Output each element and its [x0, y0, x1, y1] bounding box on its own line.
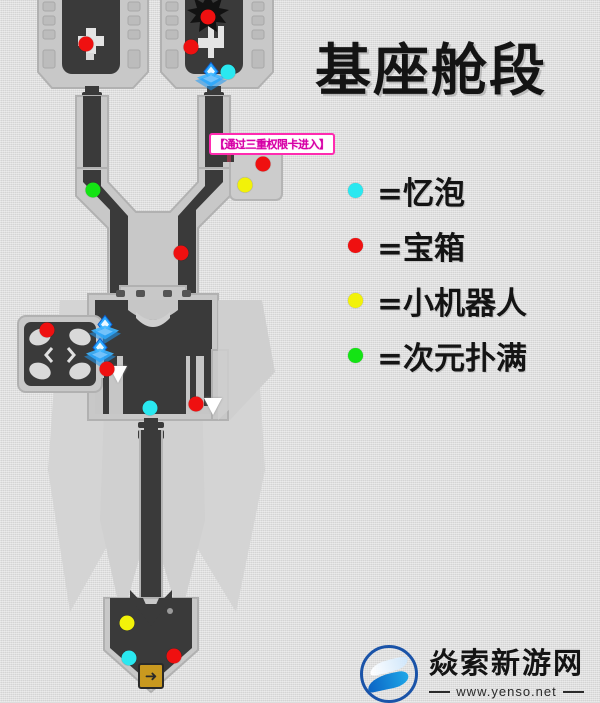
watermark-url: www.yenso.net — [456, 684, 557, 699]
page-title: 基座舱段 — [315, 39, 547, 104]
legend-label: =小机器人 — [377, 286, 527, 322]
legend-label: =忆泡 — [377, 176, 465, 212]
map-marker-chest-right-branch[interactable] — [173, 245, 189, 261]
map-marker-chest-west-room[interactable] — [39, 322, 55, 338]
map-marker-chest-side-room[interactable] — [255, 156, 271, 172]
legend-row: =次元扑满 — [348, 328, 527, 383]
map-marker-chest-center-east[interactable] — [188, 396, 204, 412]
legend-dot-icon — [348, 183, 363, 198]
legend-row: =宝箱 — [348, 218, 527, 273]
watermark-logo-icon — [360, 645, 418, 703]
legend-row: =忆泡 — [348, 163, 527, 218]
direction-marker-center-icon — [204, 398, 222, 415]
map-marker-chest-bottom-room[interactable] — [166, 648, 182, 664]
legend-row: =小机器人 — [348, 273, 527, 328]
map-marker-chest-top-right-star[interactable] — [200, 9, 216, 25]
legend-label: =次元扑满 — [377, 341, 527, 377]
map-marker-chest-center-west[interactable] — [99, 361, 115, 377]
legend: =忆泡 =宝箱 =小机器人 =次元扑满 — [348, 163, 527, 383]
watermark: 焱索新游网 www.yenso.net — [360, 645, 585, 703]
map-marker-chest-top-left-room[interactable] — [78, 36, 94, 52]
legend-dot-icon — [348, 238, 363, 253]
map-exit-icon[interactable]: ➜ — [138, 663, 164, 689]
map-marker-memory-bubble-bottom-room[interactable] — [121, 650, 137, 666]
legend-label: =宝箱 — [377, 231, 465, 267]
legend-dot-icon — [348, 293, 363, 308]
access-note-label: 【通过三重权限卡进入】 — [209, 133, 335, 155]
warp-point-west-icon[interactable] — [83, 337, 117, 373]
map-marker-memory-bubble-center[interactable] — [142, 400, 158, 416]
map-marker-robot-side-room[interactable] — [237, 177, 253, 193]
warp-point-center-icon[interactable] — [88, 314, 122, 350]
map-marker-robot-bottom-room[interactable] — [119, 615, 135, 631]
map-marker-memory-bubble-top-right[interactable] — [220, 64, 236, 80]
legend-dot-icon — [348, 348, 363, 363]
map-marker-chest-top-right-left[interactable] — [183, 39, 199, 55]
watermark-site-name: 焱索新游网 — [429, 646, 585, 680]
watermark-rule-right — [562, 690, 585, 693]
warp-point-top-right-icon[interactable] — [194, 61, 228, 97]
watermark-rule-left — [429, 690, 451, 693]
map-marker-piggy-left-branch[interactable] — [85, 182, 101, 198]
watermark-url-row: www.yenso.net — [429, 684, 585, 699]
